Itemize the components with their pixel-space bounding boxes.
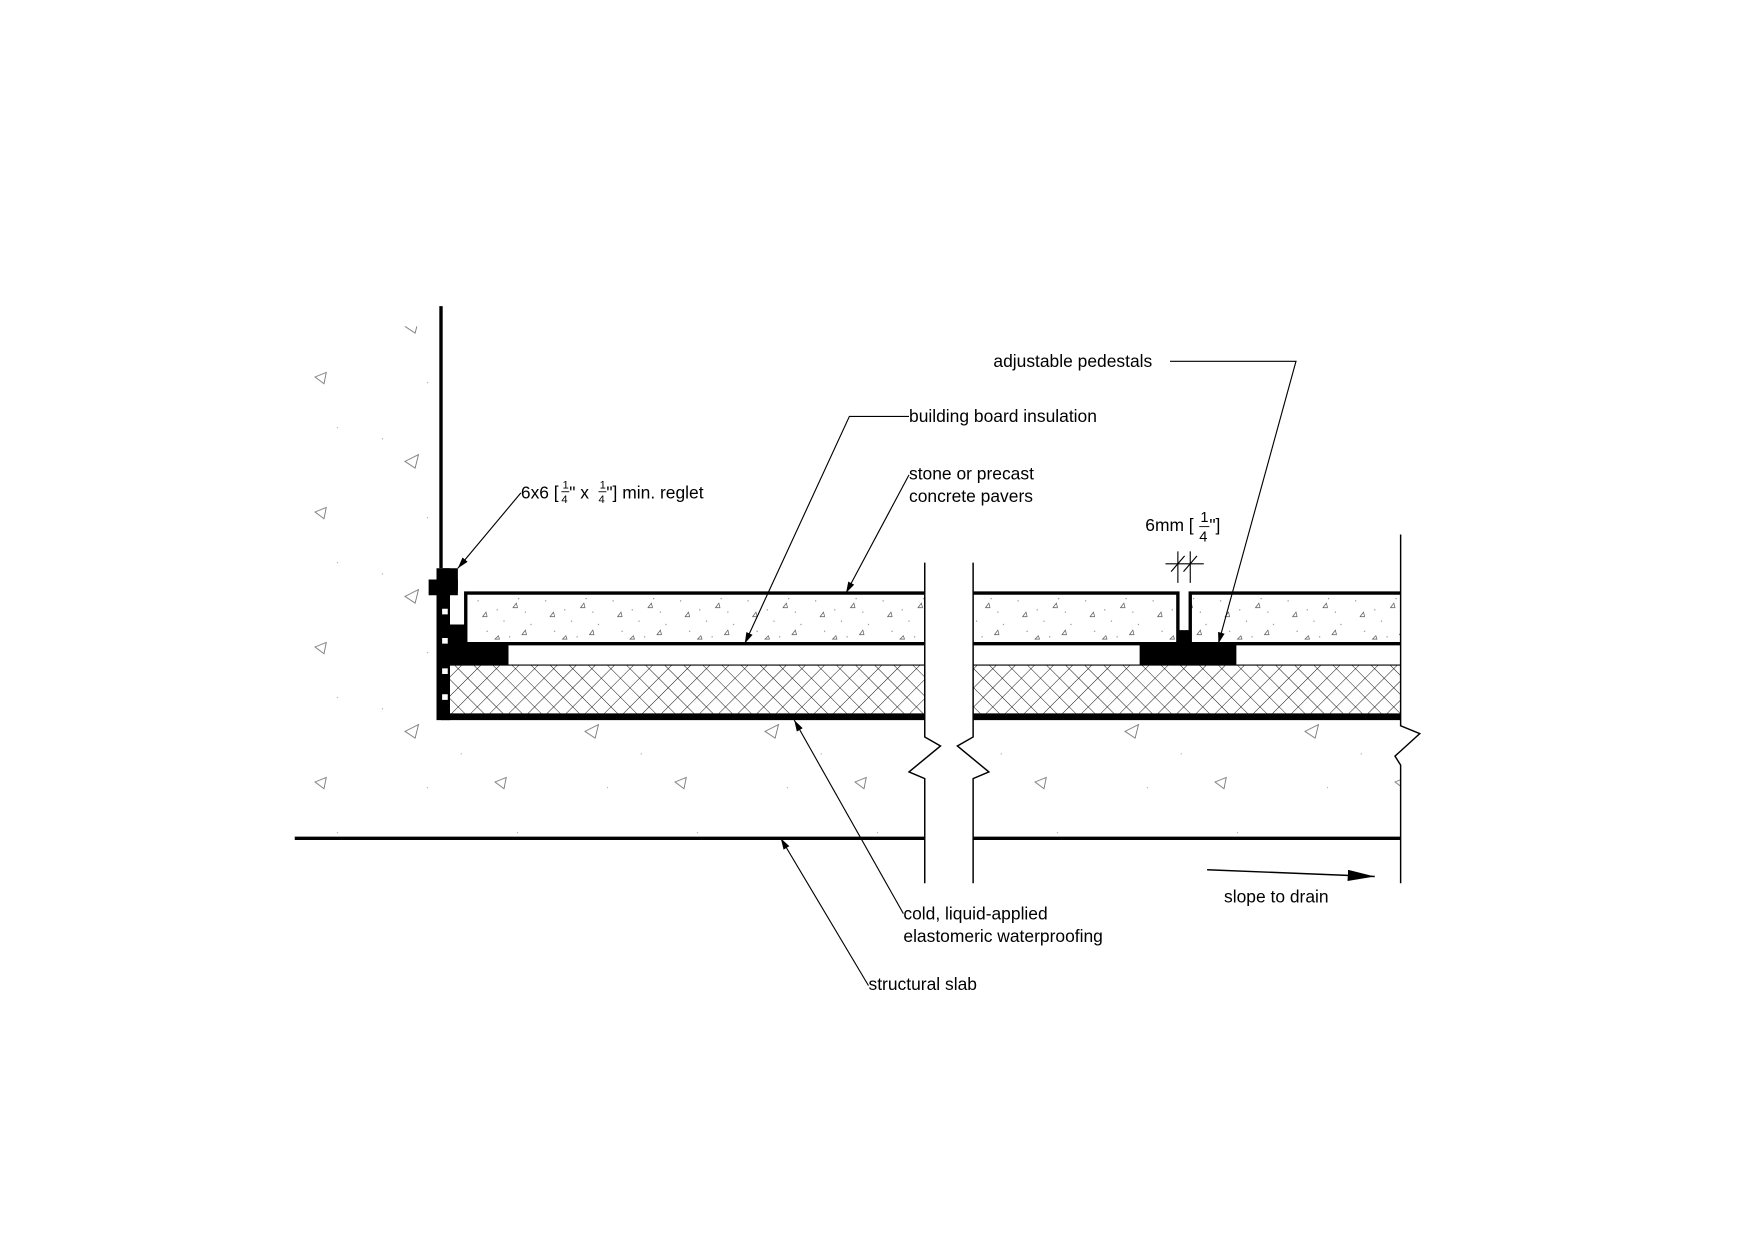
structural-slab <box>294 720 1401 840</box>
reglet-suffix: "] min. reglet <box>606 483 703 503</box>
joint-frac-den: 4 <box>1199 529 1207 545</box>
reglet-frac2-den: 4 <box>599 494 605 506</box>
leader-reglet <box>457 492 522 569</box>
label-waterproofing-line2: elastomeric waterproofing <box>903 926 1102 946</box>
label-reglet: 6x6 [ 1 4 " x 1 4 "] min. reglet <box>521 479 704 506</box>
joint-suffix: "] <box>1209 515 1220 535</box>
leader-lines <box>457 360 1375 986</box>
label-structural-slab: structural slab <box>869 974 977 994</box>
waterproofing-membrane <box>441 713 1401 721</box>
concrete-wall <box>294 326 441 839</box>
building-board-insulation <box>450 664 1401 715</box>
label-adjustable-pedestals: adjustable pedestals <box>993 351 1152 371</box>
label-joint-width: 6mm [ 1 4 "] <box>1145 510 1220 545</box>
joint-dimension <box>1165 551 1204 583</box>
reglet-prefix: 6x6 [ <box>521 483 559 503</box>
reglet-mid: " x <box>569 483 589 503</box>
label-building-board-insulation: building board insulation <box>909 406 1097 426</box>
leader-pavers <box>845 474 910 594</box>
joint-prefix: 6mm [ <box>1145 515 1194 535</box>
leader-slab <box>780 837 869 986</box>
label-pavers-line1: stone or precast <box>909 463 1034 483</box>
label-slope-to-drain: slope to drain <box>1224 886 1329 906</box>
label-waterproofing-line1: cold, liquid-applied <box>903 903 1047 923</box>
reglet-frac-num: 1 <box>563 479 569 491</box>
leader-waterproofing <box>793 719 904 914</box>
leader-pedestals <box>1170 360 1297 644</box>
reglet-frac2-num: 1 <box>600 479 606 491</box>
adjustable-pedestals <box>450 630 1237 665</box>
leader-insulation <box>744 415 909 644</box>
wall-flashing-reglet <box>428 306 466 721</box>
reglet-frac-den: 4 <box>561 494 567 506</box>
label-pavers-line2: concrete pavers <box>909 486 1033 506</box>
slope-arrow <box>1207 869 1375 882</box>
joint-frac-num: 1 <box>1200 510 1208 526</box>
break-lines <box>907 534 1422 884</box>
